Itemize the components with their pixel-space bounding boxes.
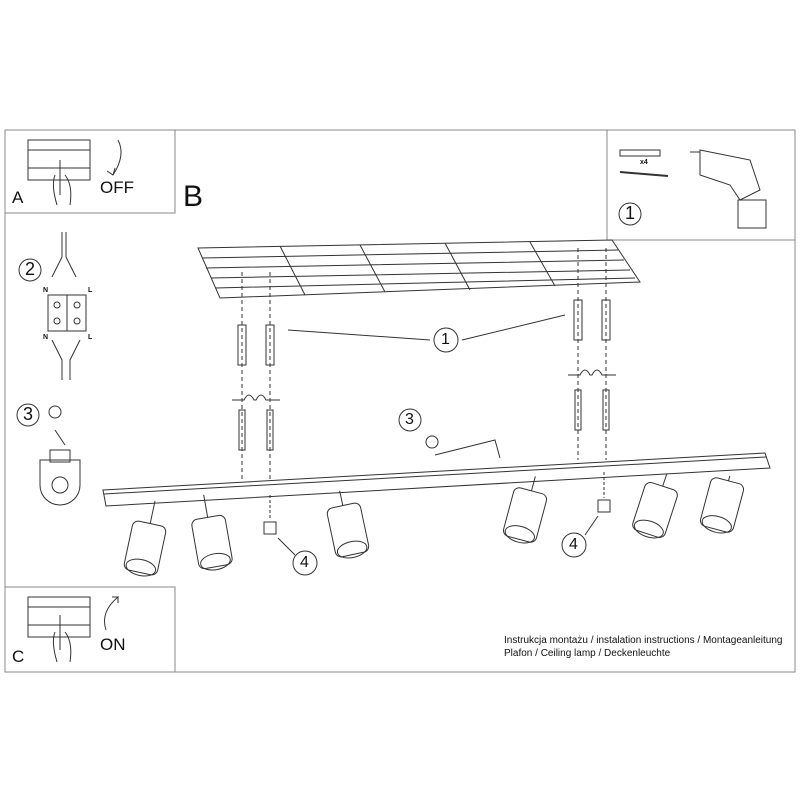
callout-3-circle (398, 408, 422, 432)
bolt-left (263, 495, 296, 556)
panel-c-action: ON (100, 635, 126, 654)
quantity-label: x4 (640, 159, 648, 166)
panel-c-frame (4, 586, 176, 673)
footer-line-2: Plafon / Ceiling lamp / Deckenleuchte (504, 648, 671, 659)
terminal-block-icon (47, 232, 87, 380)
wall-plug-screw-icon (619, 149, 669, 177)
callout-3-number: 3 (405, 411, 414, 428)
callout-1-number: 1 (441, 331, 450, 348)
lamp-rail (102, 452, 771, 507)
step-2-circle (18, 258, 42, 282)
breaker-on-icon (27, 596, 120, 663)
outer-frame (4, 129, 796, 673)
step-1-circle (618, 202, 642, 226)
live-top: L (88, 287, 93, 294)
ground-symbol (425, 435, 439, 449)
drill-icon (690, 149, 767, 229)
live-bottom: L (88, 334, 93, 341)
step-3-circle (16, 403, 40, 427)
footer-line-1: Instrukcja montażu / instalation instruc… (504, 635, 783, 646)
callout-4-left-circle (292, 550, 318, 576)
ground-wire (434, 439, 501, 459)
panel-c-letter: C (12, 647, 25, 666)
neutral-bottom: N (43, 334, 49, 341)
callout-1-circle (433, 327, 459, 353)
breaker-off-icon (27, 139, 122, 206)
step-3-number: 3 (23, 404, 34, 424)
step-1-number: 1 (625, 203, 636, 223)
panel-a-letter: A (12, 188, 24, 207)
callout-4-right-number: 4 (569, 536, 578, 553)
callout-1-leaders (287, 314, 566, 341)
spotlights (123, 473, 745, 577)
ground-clamp-icon (39, 405, 81, 506)
mount-hardware-left (232, 272, 280, 480)
panel-b-letter: B (183, 180, 204, 213)
footer-instructions: Instrukcja montażu / instalation instruc… (504, 634, 783, 660)
mount-hardware-right (568, 248, 616, 460)
panel-1-frame (606, 129, 796, 241)
bolt-right (584, 472, 611, 536)
panel-a-action: OFF (100, 178, 134, 197)
callout-4-left-number: 4 (300, 554, 309, 571)
panel-a-frame (4, 129, 176, 214)
neutral-top: N (43, 287, 49, 294)
step-2-number: 2 (25, 259, 36, 279)
callout-4-right-circle (561, 532, 587, 558)
ceiling-plane (197, 239, 641, 299)
